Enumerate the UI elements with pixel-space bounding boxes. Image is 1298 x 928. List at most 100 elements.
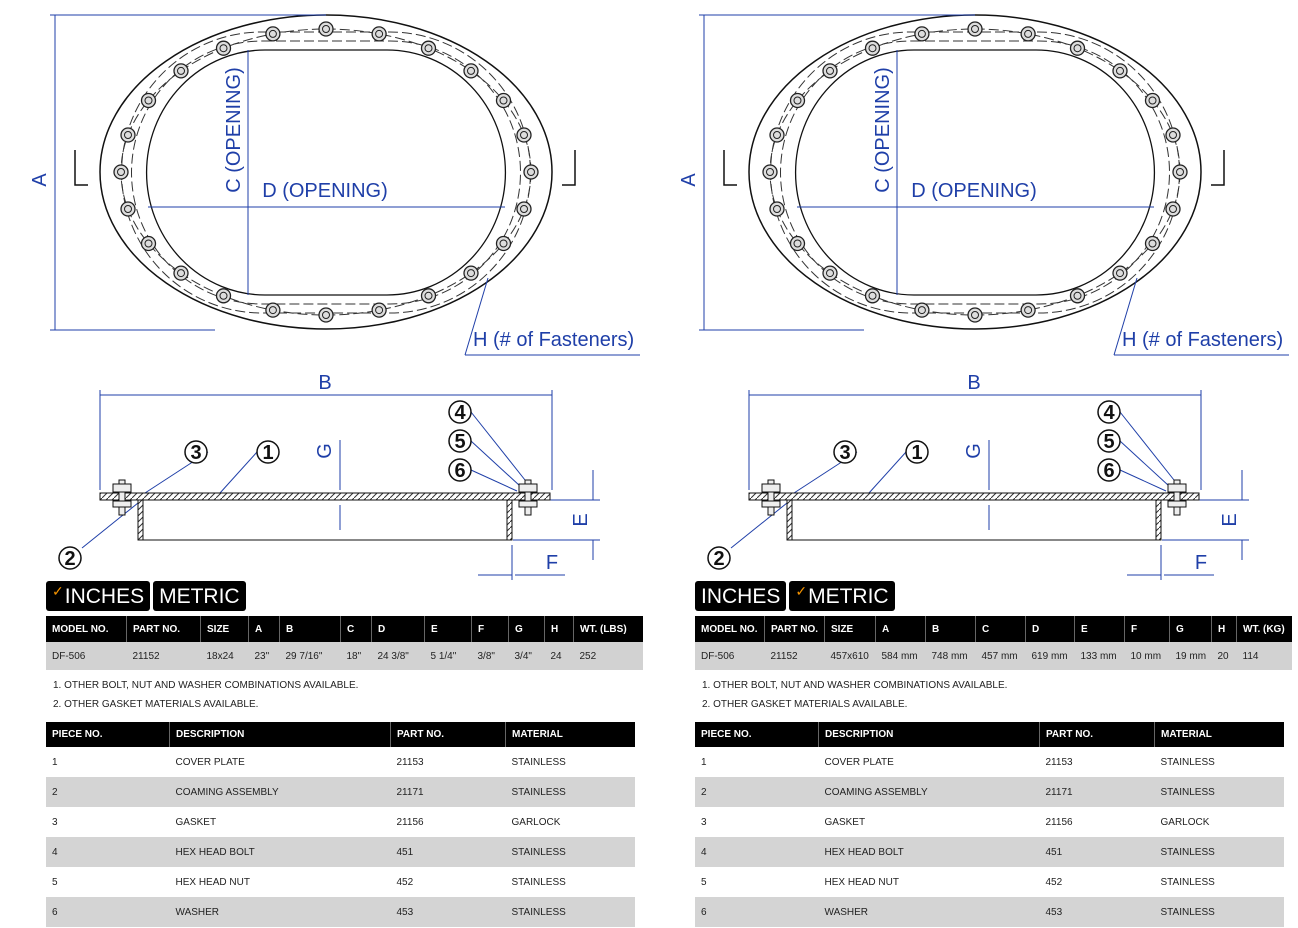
bolt-icon [495, 92, 512, 109]
spec-cell: 584 mm [875, 642, 926, 670]
parts-cell: 4 [46, 837, 170, 867]
spec-cell: 23" [248, 642, 280, 670]
parts-header: PART NO. [390, 722, 506, 747]
svg-text:D (OPENING): D (OPENING) [262, 180, 388, 202]
spec-cell: 3/4" [508, 642, 545, 670]
bolt-icon [1165, 127, 1181, 143]
note: 2. OTHER GASKET MATERIALS AVAILABLE. [702, 699, 908, 710]
svg-text:1: 1 [911, 442, 922, 464]
unit-tabs: INCHES✓METRIC [695, 581, 895, 611]
parts-cell: 1 [52, 756, 58, 768]
callout-4: 4 [1097, 400, 1121, 424]
parts-cell: 6 [695, 897, 819, 927]
parts-cell: COAMING ASSEMBLY [169, 777, 391, 807]
parts-cell: STAINLESS [505, 837, 635, 867]
bolt-icon [215, 40, 232, 56]
callout-1: 1 [905, 440, 929, 464]
note: 2. OTHER GASKET MATERIALS AVAILABLE. [53, 699, 259, 710]
callout-3: 3 [833, 440, 857, 464]
spec-header: PART NO. [126, 616, 201, 642]
parts-cell: 21153 [396, 756, 424, 768]
parts-header: DESCRIPTION [818, 722, 1040, 747]
callout-2: 2 [707, 546, 731, 570]
spec-cell: 19 mm [1169, 642, 1212, 670]
svg-text:D (OPENING): D (OPENING) [911, 180, 1037, 202]
parts-cell: COVER PLATE [824, 756, 894, 768]
svg-text:6: 6 [1103, 460, 1114, 482]
spec-cell: 457x610 [824, 642, 876, 670]
spec-cell: 619 mm [1025, 642, 1075, 670]
spec-cell: 10 mm [1124, 642, 1170, 670]
spec-header: B [279, 616, 341, 642]
bolt-icon [864, 40, 881, 56]
unit-tab-metric[interactable]: ✓METRIC [789, 581, 895, 611]
bolt-icon [173, 63, 189, 79]
parts-cell: STAINLESS [1160, 876, 1215, 888]
bolt-icon [318, 21, 334, 37]
spec-header: E [1074, 616, 1125, 642]
plan-view [99, 14, 553, 330]
parts-cell: WASHER [169, 897, 391, 927]
callout-1: 1 [256, 440, 280, 464]
bolt-icon [371, 302, 387, 318]
svg-text:G: G [963, 443, 985, 459]
parts-cell: COVER PLATE [175, 756, 245, 768]
unit-tab-metric[interactable]: METRIC [153, 581, 246, 611]
parts-cell: STAINLESS [1154, 777, 1284, 807]
parts-cell: 4 [695, 837, 819, 867]
spec-header: PART NO. [764, 616, 825, 642]
callout-4: 4 [448, 400, 472, 424]
section-view [748, 479, 1200, 541]
bolt-icon [420, 288, 437, 304]
spec-cell: 18x24 [200, 642, 249, 670]
hatch-drawing: A C (OPENING) D (OPENING) H (# of Fasten… [678, 14, 1289, 580]
spec-header: G [1169, 616, 1212, 642]
bolt-icon [967, 21, 983, 37]
bolt-icon [215, 288, 232, 304]
bolt-icon [1112, 63, 1128, 79]
bolt-icon [822, 265, 838, 281]
spec-header: E [424, 616, 472, 642]
parts-cell: 3 [52, 816, 58, 828]
unit-tab-inches[interactable]: ✓INCHES [46, 581, 151, 611]
bolt-icon [463, 63, 479, 79]
callout-2: 2 [58, 546, 82, 570]
bolt-icon [120, 127, 136, 143]
svg-text:A: A [678, 173, 700, 187]
bolt-icon [914, 302, 930, 318]
spec-header: C [340, 616, 372, 642]
section-arrows-icon [74, 150, 576, 186]
bolt-icon [789, 235, 806, 252]
parts-cell: 451 [390, 837, 506, 867]
svg-text:C (OPENING): C (OPENING) [223, 67, 245, 193]
bolt-icon [420, 40, 437, 56]
svg-text:4: 4 [454, 402, 466, 424]
unit-tab-inches[interactable]: INCHES [695, 581, 787, 611]
checkmark-icon: ✓ [795, 583, 808, 599]
bolt-icon [789, 92, 806, 109]
spec-cell: DF-506 [695, 642, 765, 670]
bolt-icon [769, 201, 785, 217]
parts-cell: 2 [695, 777, 819, 807]
bolt-icon [371, 26, 387, 42]
bolt-icon [1020, 302, 1036, 318]
metric-panel: A C (OPENING) D (OPENING) H (# of Fasten… [649, 0, 1298, 928]
parts-cell: COAMING ASSEMBLY [818, 777, 1040, 807]
plan-view [748, 14, 1202, 330]
parts-header: PIECE NO. [46, 722, 170, 747]
svg-text:G: G [314, 443, 336, 459]
parts-cell: GASKET [175, 816, 217, 828]
parts-cell: WASHER [818, 897, 1040, 927]
